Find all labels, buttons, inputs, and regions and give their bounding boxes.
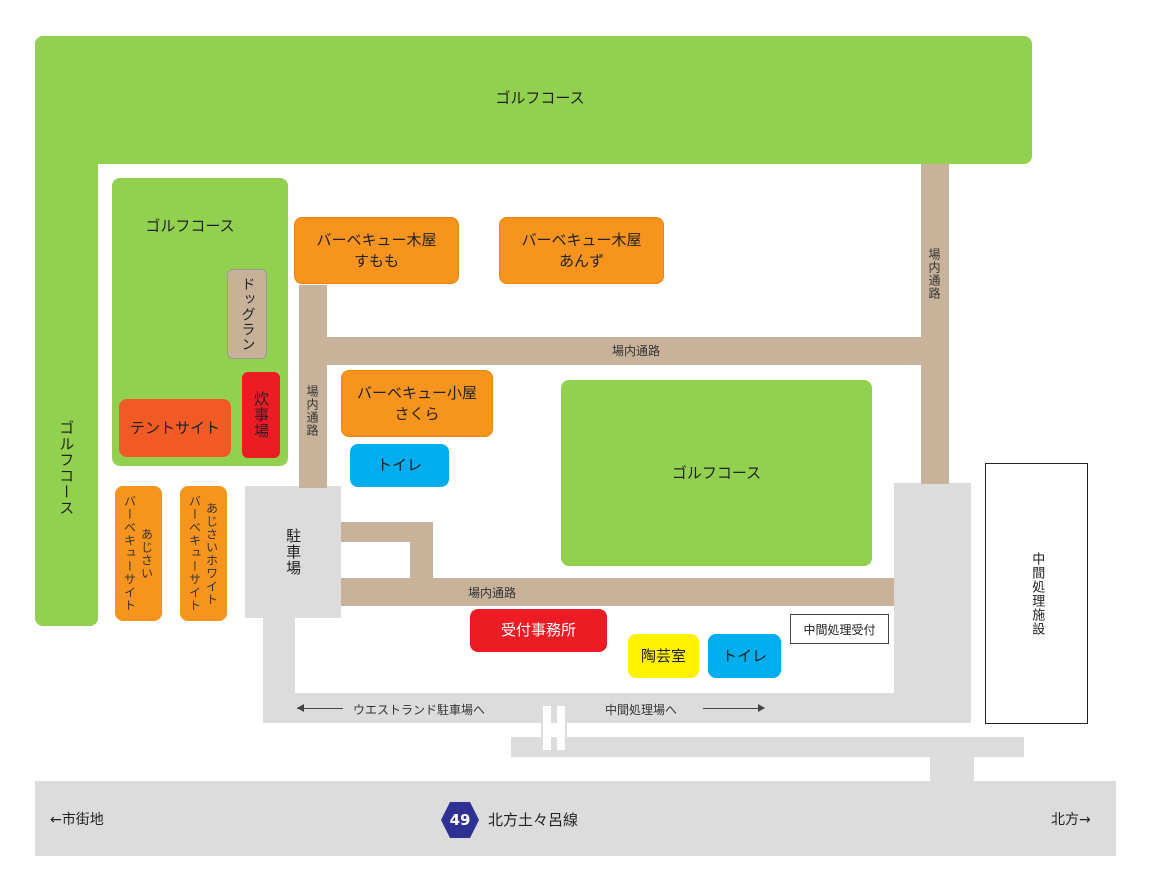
- bbq-site-white-name: あじさいホワイト: [204, 501, 219, 606]
- city-direction: ←市街地: [50, 812, 104, 828]
- bbq-site-ajisai-name: あじさい: [139, 527, 154, 580]
- kitakata-direction: 北方→: [1051, 812, 1091, 828]
- route-badge-icon: [441, 802, 479, 838]
- entry-stub-2: [557, 706, 567, 750]
- entry-stub-1: [541, 706, 551, 750]
- pottery-room: 陶芸室: [628, 634, 699, 678]
- inner-path-left-label: 場内通路: [305, 385, 319, 437]
- inner-path-top-label: 場内通路: [612, 344, 661, 358]
- route-badge-shape: [441, 802, 479, 838]
- inner-path-bottom-label: 場内通路: [468, 586, 517, 600]
- parking-label: 駐車場: [284, 528, 303, 576]
- golf-course-center: ゴルフコース: [561, 380, 872, 566]
- main-road: [35, 781, 1116, 856]
- bbq-hut-sumomo: バーベキュー木屋 すもも: [294, 217, 459, 284]
- bbq-site-ajisai-title: バーベキューサイト: [122, 495, 137, 612]
- arrow-right-line: [703, 708, 759, 709]
- golf-course-left-label: ゴルフコース: [57, 420, 76, 516]
- golf-course-center-label: ゴルフコース: [671, 463, 762, 482]
- west-land-direction: ウエストランド駐車場へ: [353, 703, 486, 717]
- bbq-site-ajisai-white: バーベキューサイト あじさいホワイト: [180, 486, 227, 621]
- arrow-left-head: [297, 704, 304, 712]
- access-road-connector: [511, 737, 1024, 757]
- arrow-left-line: [297, 708, 343, 709]
- bbq-site-ajisai: バーベキューサイト あじさい: [115, 486, 162, 621]
- arrow-right-head: [758, 704, 765, 712]
- inner-path-loop-side: [410, 522, 433, 582]
- route-name: 北方土々呂線: [488, 811, 579, 829]
- toilet-2: トイレ: [708, 634, 781, 678]
- tent-site: テントサイト: [119, 399, 231, 457]
- inner-path-bottom: [341, 578, 894, 606]
- access-road-entry: [930, 737, 974, 787]
- access-road-right: [894, 483, 971, 723]
- parking-area: 駐車場: [245, 486, 341, 618]
- bbq-hut-anzu: バーベキュー木屋 あんず: [499, 217, 664, 284]
- golf-course-top: [35, 36, 1032, 164]
- bbq-site-white-title: バーベキューサイト: [187, 495, 202, 612]
- dog-run: ドッグラン: [227, 269, 267, 359]
- route-number: 49: [449, 811, 471, 829]
- bbq-hut-sakura: バーベキュー小屋 さくら: [341, 370, 493, 437]
- kitchen: 炊事場: [242, 372, 280, 458]
- inner-path-right: [921, 164, 949, 484]
- reception-office: 受付事務所: [470, 609, 607, 652]
- intermediate-direction: 中間処理場へ: [605, 703, 678, 717]
- inner-path-top: [299, 337, 949, 365]
- golf-course-inner-label: ゴルフコース: [145, 217, 235, 235]
- intermediate-reception: 中間処理受付: [790, 614, 889, 644]
- access-road-bottom: [263, 693, 971, 723]
- inner-path-right-label: 場内通路: [927, 248, 941, 300]
- inner-path-left: [299, 285, 327, 488]
- intermediate-facility: 中間処理施設: [985, 463, 1088, 724]
- golf-course-top-label: ゴルフコース: [495, 89, 585, 107]
- golf-course-left: [35, 36, 98, 626]
- toilet-1: トイレ: [350, 444, 449, 487]
